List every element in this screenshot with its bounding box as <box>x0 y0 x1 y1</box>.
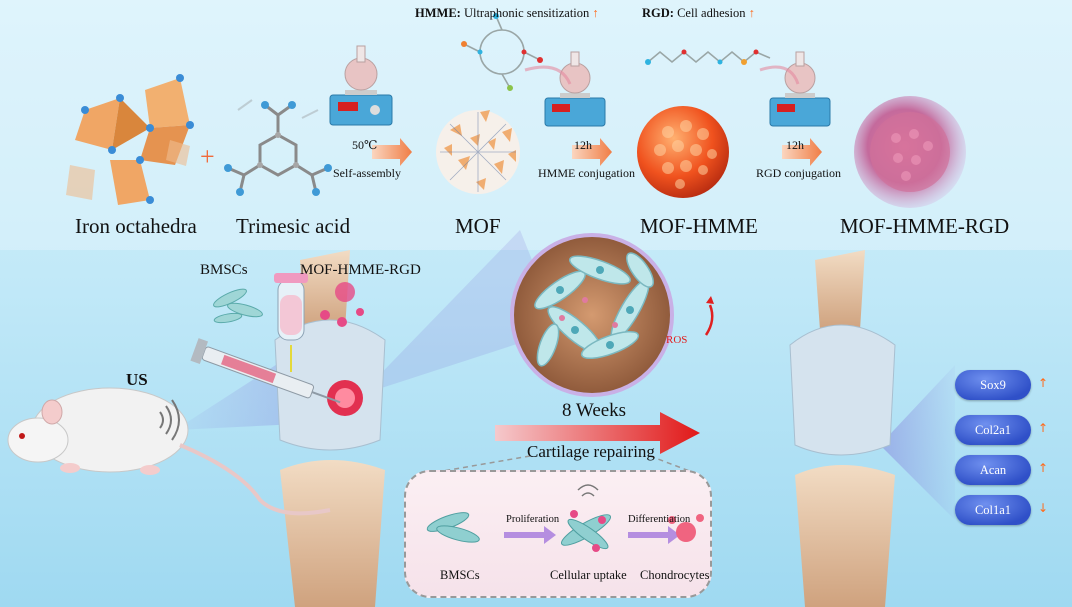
rgd-caption-bold: RGD: <box>642 6 674 20</box>
marker-pill-col1a1: Col1a1 <box>955 495 1031 525</box>
inset-bmscs-label: BMSCs <box>440 568 480 582</box>
mof-label: MOF <box>455 214 501 238</box>
ultrasound-label: US <box>126 370 148 389</box>
step1-temp: 50℃ <box>352 138 378 152</box>
bmscs-cells-icon <box>213 288 263 324</box>
ros-label: ROS <box>666 334 688 346</box>
mof-hmme-rgd-particle-icon <box>854 96 966 208</box>
marker-pill-col2a1: Col2a1 <box>955 415 1031 445</box>
cartilage-repair-label: Cartilage repairing <box>527 442 655 461</box>
knee-joint-after-icon <box>789 250 896 607</box>
heater-2-icon <box>544 51 606 127</box>
weeks-arrow <box>495 412 700 454</box>
bmscs-label: BMSCs <box>200 262 248 278</box>
marker-beam <box>880 365 955 520</box>
trimesic-acid-icon <box>224 99 332 196</box>
process-arrow-3 <box>782 138 822 166</box>
syringe-icon <box>190 338 341 404</box>
hmme-up-arrow-icon: ↑ <box>592 6 599 20</box>
hmme-caption-text: Ultraphonic sensitization <box>463 6 590 20</box>
process-arrow-2 <box>572 138 612 166</box>
heater-3-icon <box>769 51 831 127</box>
marker-trend-col2a1-icon: ↑ <box>1038 421 1049 435</box>
marker-pill-sox9: Sox9 <box>955 370 1031 400</box>
mof-hmme-particle-icon <box>637 106 729 198</box>
marker-trend-acan-icon: ↑ <box>1038 461 1049 475</box>
step2-time: 12h <box>574 138 592 152</box>
ros-arrow-icon <box>704 304 714 336</box>
mof-hmme-rgd-dots-icon <box>320 282 364 327</box>
cellular-uptake-label: Cellular uptake <box>550 568 627 582</box>
iron-octahedra-icon <box>66 74 194 205</box>
differentiation-label: Differentiation <box>628 514 691 525</box>
rgd-caption: RGD: Cell adhesion ↑ <box>642 6 755 21</box>
marker-pill-acan: Acan <box>955 455 1031 485</box>
rat-icon <box>7 387 331 516</box>
hmme-molecule-icon <box>461 13 543 91</box>
mof-hmme-label: MOF-HMME <box>640 214 758 238</box>
step1-label: Self-assembly <box>333 166 401 180</box>
mof-hmme-rgd-label: MOF-HMME-RGD <box>840 214 1010 238</box>
inset-graphics <box>426 484 704 552</box>
zoom-beam <box>360 230 560 395</box>
step3-label: RGD conjugation <box>756 166 841 180</box>
mof-particle-icon <box>436 110 520 194</box>
rgd-peptide-icon <box>645 49 771 65</box>
proliferation-label: Proliferation <box>506 514 560 525</box>
hmme-caption-bold: HMME: <box>415 6 461 20</box>
mechanism-inset: BMSCs Proliferation Cellular uptake Diff… <box>404 470 712 598</box>
trimesic-acid-label: Trimesic acid <box>236 214 351 238</box>
rgd-up-arrow-icon: ↑ <box>748 6 755 20</box>
plus-sign: + <box>200 142 215 171</box>
cell-zoom-icon <box>510 233 674 397</box>
marker-trend-sox9-icon: ↑ <box>1038 376 1049 390</box>
chondrocytes-label: Chondrocytes <box>640 568 710 582</box>
knee-joint-before-icon <box>274 250 386 607</box>
marker-trend-col1a1-icon: ↓ <box>1038 501 1049 515</box>
weeks-label: 8 Weeks <box>562 400 627 421</box>
step3-time: 12h <box>786 138 804 152</box>
tube-icon <box>274 273 308 372</box>
hmme-caption: HMME: Ultraphonic sensitization ↑ <box>415 6 599 21</box>
rgd-caption-text: Cell adhesion <box>677 6 746 20</box>
iron-octahedra-label: Iron octahedra <box>75 214 197 238</box>
process-arrow-1 <box>372 138 412 166</box>
heater-1-icon <box>329 45 393 126</box>
step2-label: HMME conjugation <box>538 166 635 180</box>
composite-label: MOF-HMME-RGD <box>300 262 421 278</box>
